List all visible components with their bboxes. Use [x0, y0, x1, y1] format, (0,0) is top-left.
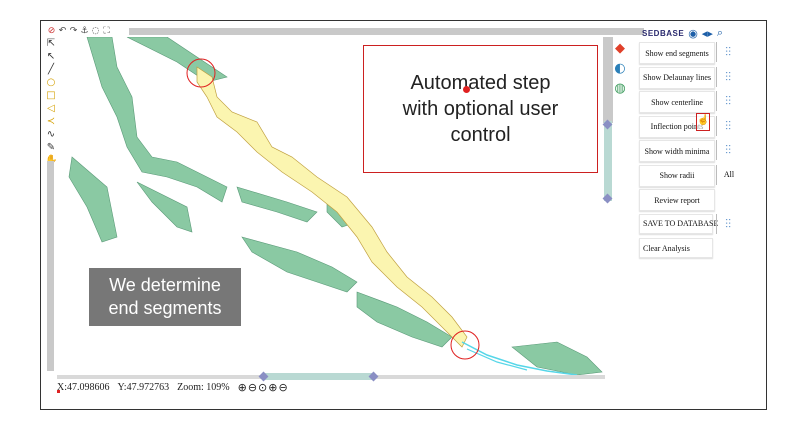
slider-icon[interactable]: ⫶⫶	[716, 213, 739, 234]
caption-box: We determine end segments	[89, 268, 241, 326]
brand-header: SEDBASE ◉ ◂▸ ⌕	[642, 26, 723, 40]
zoom-plus-icon[interactable]: ⊕	[268, 381, 278, 394]
water-end	[461, 341, 578, 375]
coord-x: X:47.098606	[57, 382, 110, 393]
clear-analysis-button[interactable]: Clear Analysis	[639, 238, 713, 258]
callout-line-3: control	[450, 124, 511, 146]
vertical-scrollbar[interactable]	[604, 121, 612, 201]
nav-arrows-icon[interactable]: ◂▸	[701, 26, 713, 40]
river-channel-main	[86, 37, 228, 203]
row-radii: Show radii All	[639, 164, 763, 188]
caption-line-2: end segments	[108, 298, 222, 318]
row-clear: Clear Analysis	[639, 237, 763, 261]
save-to-database-button[interactable]: SAVE TO DATABASE	[639, 213, 718, 234]
zoom-controls: ⊕ ⊖ ⊙ ⊕ ⊖	[238, 381, 288, 394]
coord-y: Y:47.972763	[117, 382, 170, 393]
hand-icon[interactable]: ✋	[45, 155, 57, 167]
water-end-2	[466, 348, 528, 371]
top-scroll-track[interactable]	[129, 28, 644, 35]
slider-icon[interactable]: ⫶⫶	[716, 42, 739, 62]
row-save: SAVE TO DATABASE ⫶⫶	[639, 213, 763, 237]
river-channel-lower	[241, 236, 358, 293]
zoom-fit-icon[interactable]: ⊙	[258, 381, 268, 394]
layers-icon[interactable]: ◆	[615, 41, 625, 56]
river-channel-left	[68, 156, 118, 243]
redo-icon[interactable]: ↷	[69, 25, 78, 36]
end-segment-marker-bottom	[450, 330, 480, 360]
status-bar: X:47.098606 Y:47.972763 Zoom: 109% ⊕ ⊖ ⊙…	[57, 381, 288, 394]
show-centerline-button[interactable]: Show centerline	[639, 91, 715, 113]
row-end-segments: Show end segments ⫶⫶	[639, 41, 763, 65]
row-delaunay: Show Delaunay lines ⫶⫶	[639, 66, 763, 90]
info-callout: Automated step with optional user contro…	[363, 45, 598, 173]
mouse-cursor-icon: ☝	[696, 113, 710, 131]
river-map	[68, 37, 603, 375]
line-icon[interactable]: ╱	[47, 64, 55, 75]
fullscreen-icon[interactable]: ⛶	[103, 25, 110, 36]
review-report-button[interactable]: Review report	[639, 189, 715, 211]
brand-logo: SEDBASE	[642, 28, 685, 38]
horizontal-scrollbar[interactable]	[263, 373, 373, 380]
slider-icon[interactable]: ⫶⫶	[716, 140, 739, 160]
row-review: Review report	[639, 188, 763, 212]
button-list: Show end segments ⫶⫶ Show Delaunay lines…	[639, 41, 763, 262]
slider-icon[interactable]: ⫶⫶	[716, 91, 739, 111]
zoom-out-icon[interactable]: ⊖	[247, 381, 258, 394]
row-width-minima: Show width minima ⫶⫶	[639, 139, 763, 163]
curve-icon[interactable]: ∿	[46, 129, 56, 140]
app-window: ⊘ ↶ ↷ ⚓ ◌ ⛶ ⇱ ↖ ╱ ○ □ ◁ ≺ ∿ ✎ ✋	[40, 20, 767, 410]
left-scroll-track[interactable]	[47, 161, 54, 371]
river-channel-lower2	[356, 291, 453, 348]
anchor-icon[interactable]: ⚓	[80, 25, 89, 36]
target-control-icon[interactable]: ◉	[688, 26, 698, 40]
search-icon[interactable]: ⌕	[716, 26, 724, 39]
river-channel-right	[511, 341, 603, 375]
end-segment-marker-top	[186, 58, 216, 88]
zoom-minus-icon[interactable]: ⊖	[278, 381, 288, 394]
river-channel-mid	[236, 186, 318, 223]
polygon-icon[interactable]: ◁	[47, 103, 55, 114]
globe-icon[interactable]: ◍	[614, 81, 626, 96]
circle-icon[interactable]: ○	[46, 77, 56, 88]
top-toolbar: ⊘ ↶ ↷ ⚓ ◌ ⛶	[47, 25, 111, 37]
caption-line-1: We determine	[109, 275, 221, 295]
show-end-segments-button[interactable]: Show end segments	[639, 42, 715, 64]
river-channel-upper	[126, 37, 228, 83]
callout-line-1: Automated step	[410, 72, 551, 94]
clear-icon[interactable]: ⊘	[47, 25, 56, 36]
left-toolbar: ⇱ ↖ ╱ ○ □ ◁ ≺ ∿ ✎ ✋	[45, 38, 57, 167]
analysis-panel: SEDBASE ◉ ◂▸ ⌕ ◆ ◐ ◍ Show end segments ⫶…	[611, 23, 763, 403]
layer-icons: ◆ ◐ ◍	[613, 41, 627, 97]
wave-icon[interactable]: ◐	[614, 61, 626, 76]
slider-icon[interactable]: ⫶⫶	[716, 115, 739, 136]
undo-icon[interactable]: ↶	[58, 25, 67, 36]
target-icon[interactable]: ◌	[91, 25, 100, 36]
square-icon[interactable]: □	[46, 90, 56, 101]
show-width-minima-button[interactable]: Show width minima	[639, 140, 715, 162]
show-delaunay-lines-button[interactable]: Show Delaunay lines	[639, 66, 715, 89]
eraser-icon[interactable]: ✎	[46, 142, 56, 153]
river-channel-branch	[136, 181, 193, 233]
coordinate-marker	[57, 390, 60, 393]
select-icon[interactable]: ⇱	[46, 38, 56, 49]
zoom-level: Zoom: 109%	[177, 382, 230, 393]
polyline-icon[interactable]: ≺	[46, 116, 56, 127]
radii-all-select[interactable]: All	[716, 164, 741, 185]
row-centerline: Show centerline ⫶⫶	[639, 90, 763, 114]
pointer-icon[interactable]: ↖	[46, 51, 56, 62]
right-scroll-track[interactable]	[603, 37, 613, 123]
highlighted-channel	[196, 66, 468, 348]
slider-icon[interactable]: ⫶⫶	[716, 66, 739, 87]
callout-line-2: with optional user	[402, 98, 559, 120]
zoom-in-icon[interactable]: ⊕	[237, 381, 247, 394]
show-radii-button[interactable]: Show radii	[639, 164, 715, 187]
callout-dot	[463, 86, 470, 93]
